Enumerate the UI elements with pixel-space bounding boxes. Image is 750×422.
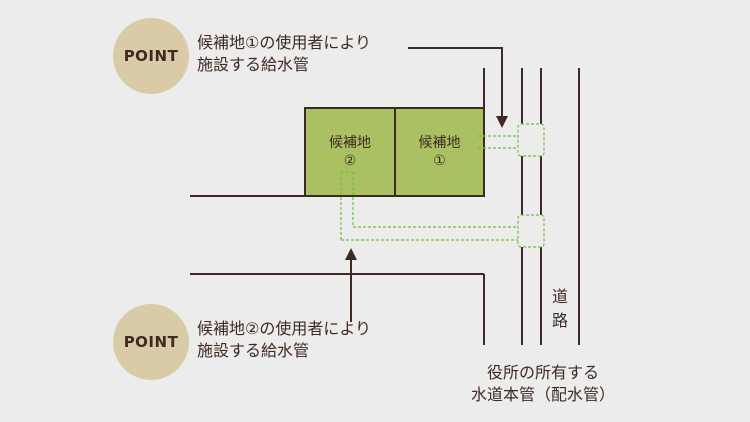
point-2-leader — [345, 248, 357, 322]
service-pipe-plot-2 — [340, 171, 545, 248]
plot-2-box — [304, 107, 396, 197]
service-pipe-plot-1 — [478, 123, 545, 157]
road-char-1: 道 — [551, 287, 568, 306]
main-pipe-caption-line-2: 水道本管（配水管） — [470, 385, 615, 404]
road-label: 道 路 — [550, 285, 570, 333]
main-pipe-caption-line-1: 役所の所有する — [486, 363, 599, 382]
plot-2-name: 候補地 — [329, 135, 371, 151]
point-1-badge: POINT — [113, 18, 189, 94]
point-2-line-2: 施設する給水管 — [197, 341, 310, 360]
point-1-note: 候補地①の使用者により 施設する給水管 — [197, 32, 371, 76]
plot-1-name: 候補地 — [418, 135, 461, 151]
point-1-line-2: 施設する給水管 — [197, 55, 310, 74]
point-2-note: 候補地②の使用者により 施設する給水管 — [197, 318, 371, 362]
point-2-line-1: 候補地②の使用者により — [197, 319, 372, 338]
plot-1-number: ① — [433, 153, 446, 169]
point-1-line-1: 候補地①の使用者により — [197, 33, 372, 52]
road-char-2: 路 — [551, 311, 568, 330]
point-1-leader — [408, 47, 508, 128]
plot-1-box — [394, 107, 485, 197]
plot-2-number: ② — [343, 153, 357, 169]
plot-1-label: 候補地 ① — [395, 134, 484, 170]
plot-2-label: 候補地 ② — [305, 134, 395, 170]
point-2-badge: POINT — [113, 304, 189, 380]
main-pipe-caption: 役所の所有する 水道本管（配水管） — [450, 362, 636, 406]
